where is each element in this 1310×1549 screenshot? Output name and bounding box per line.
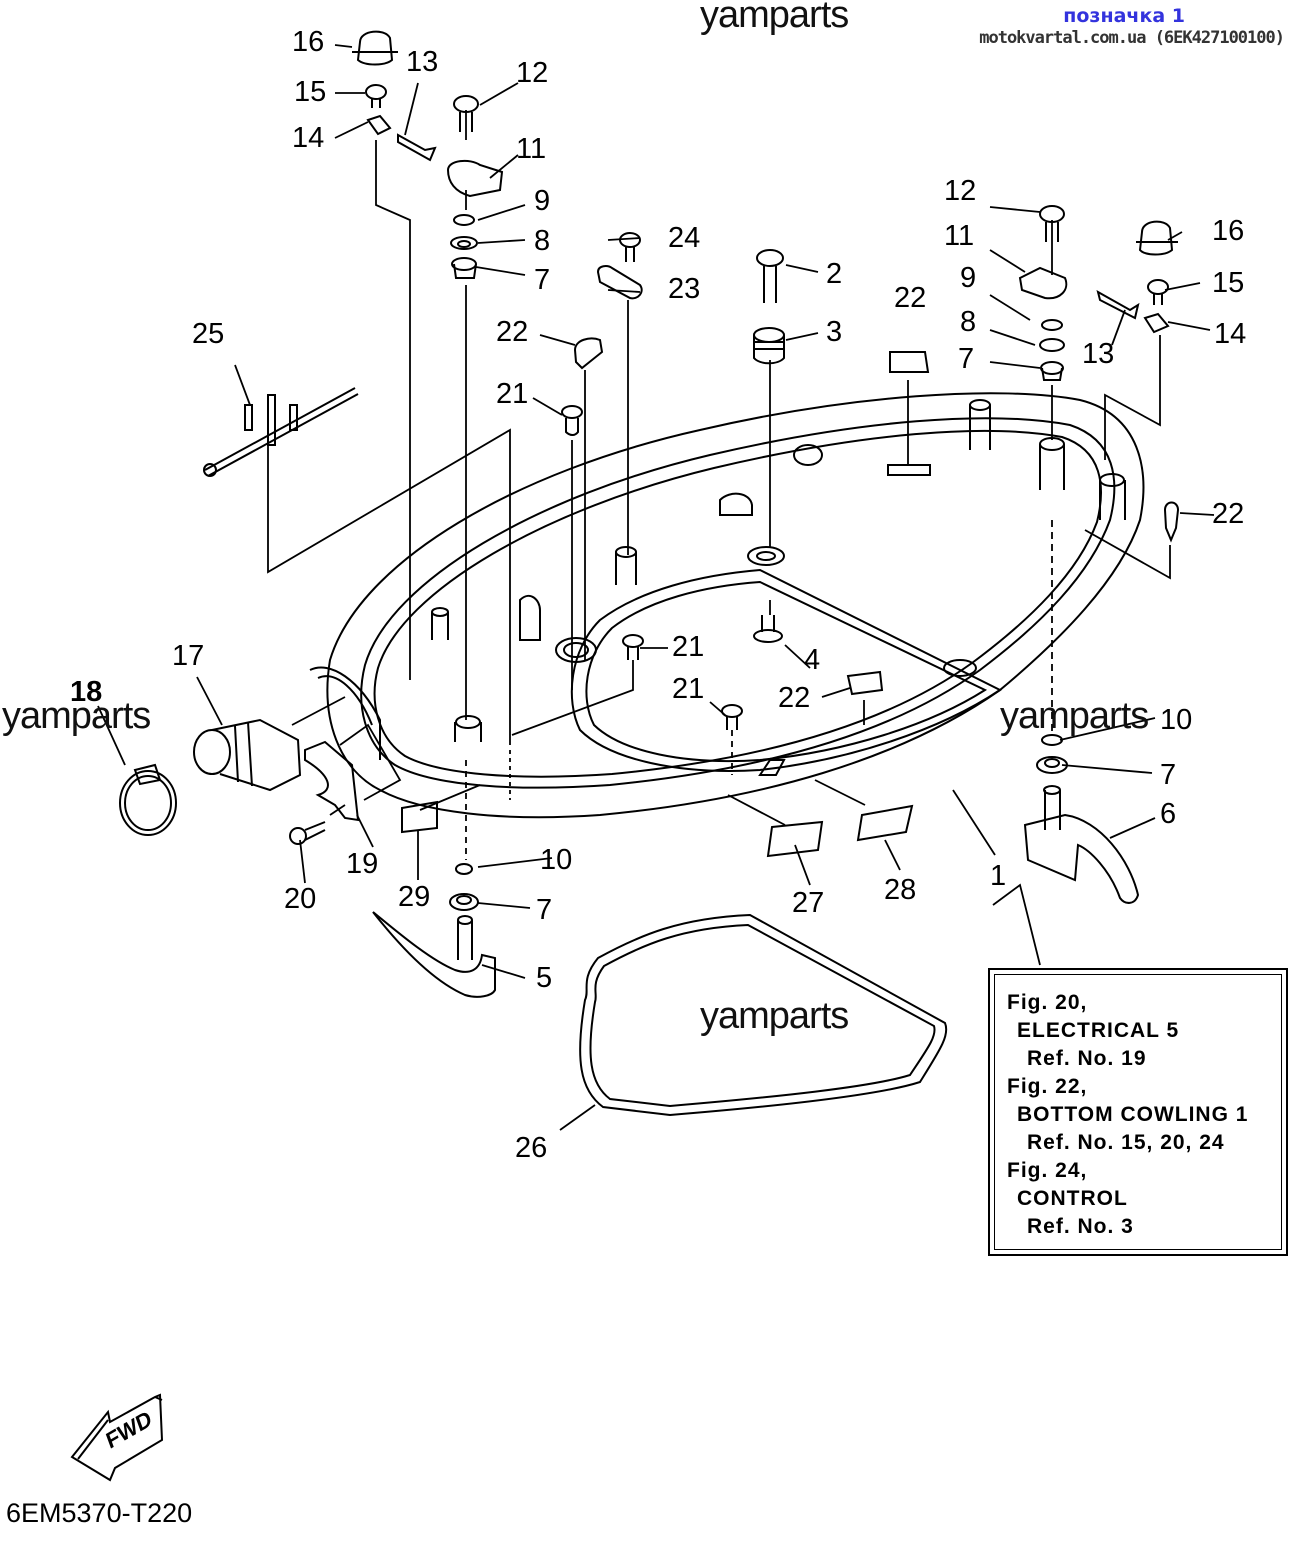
callout-13-right: 13 xyxy=(1082,338,1115,370)
reference-box: Fig. 20, ELECTRICAL 5 Ref. No. 19 Fig. 2… xyxy=(988,968,1288,1256)
fwd-arrow-icon xyxy=(70,1393,164,1482)
callout-4: 4 xyxy=(804,644,821,676)
callout-27: 27 xyxy=(792,887,825,919)
small-parts xyxy=(119,30,1180,1117)
callout-9-left: 9 xyxy=(534,185,551,217)
callout-8-left: 8 xyxy=(534,225,551,257)
callout-3: 3 xyxy=(826,316,843,348)
watermark-top: yamparts xyxy=(700,0,849,36)
callout-10-left: 10 xyxy=(540,844,573,876)
ref-fig-line: Fig. 20, xyxy=(1007,991,1088,1014)
callout-2: 2 xyxy=(826,258,843,290)
watermark-right: yamparts xyxy=(1000,695,1149,737)
watermark-gasket: yamparts xyxy=(700,995,849,1037)
callout-1: 1 xyxy=(990,860,1007,892)
callout-15-left: 15 xyxy=(294,76,327,108)
callout-21-middle: 21 xyxy=(672,631,705,663)
callout-22-far-right: 22 xyxy=(1212,498,1245,530)
callout-16-right: 16 xyxy=(1212,215,1245,247)
callout-7-left-top: 7 xyxy=(534,264,551,296)
watermark-left: yamparts xyxy=(2,695,151,737)
callout-14-right: 14 xyxy=(1214,318,1247,350)
callout-28: 28 xyxy=(884,874,917,906)
ref-fig-line: Fig. 22, xyxy=(1007,1075,1088,1098)
callout-21-upper: 21 xyxy=(496,378,529,410)
callout-22-upper-left: 22 xyxy=(496,316,529,348)
callout-7-left-bottom: 7 xyxy=(536,894,553,926)
callout-24: 24 xyxy=(668,222,701,254)
callout-18: 18 xyxy=(70,676,103,708)
callout-25: 25 xyxy=(192,318,225,350)
drawing-code: 6EM5370-T220 xyxy=(6,1498,193,1528)
leader-lines xyxy=(97,44,1215,1131)
callout-12-right: 12 xyxy=(944,175,977,207)
callout-26: 26 xyxy=(515,1132,548,1164)
callout-10-right: 10 xyxy=(1160,704,1193,736)
callout-16-left: 16 xyxy=(292,26,325,58)
ref-name-line: BOTTOM COWLING 1 xyxy=(1017,1103,1249,1126)
callout-29: 29 xyxy=(398,881,431,913)
callout-21-lower: 21 xyxy=(672,673,705,705)
reference-box-inner: Fig. 20, ELECTRICAL 5 Ref. No. 19 Fig. 2… xyxy=(994,974,1282,1250)
callout-6: 6 xyxy=(1160,798,1177,830)
callout-17: 17 xyxy=(172,640,205,672)
callout-8-right: 8 xyxy=(960,306,977,338)
callout-19: 19 xyxy=(346,848,379,880)
callout-12-left: 12 xyxy=(516,57,549,89)
callout-11-left: 11 xyxy=(516,133,547,165)
ref-fig-line: Fig. 24, xyxy=(1007,1159,1088,1182)
callout-13-left: 13 xyxy=(406,46,439,78)
callout-7-right-bottom: 7 xyxy=(1160,759,1177,791)
ref-no-line: Ref. No. 15, 20, 24 xyxy=(1027,1131,1225,1154)
callout-7-right-top: 7 xyxy=(958,343,975,375)
ref-no-line: Ref. No. 19 xyxy=(1027,1047,1147,1070)
callout-22-mid-right: 22 xyxy=(778,682,811,714)
callout-15-right: 15 xyxy=(1212,267,1245,299)
bottom-cowling-body xyxy=(309,392,1145,819)
ref-no-line: Ref. No. 3 xyxy=(1027,1215,1134,1238)
callout-20: 20 xyxy=(284,883,317,915)
callout-22-rim: 22 xyxy=(894,282,927,314)
badge-subtitle: motokvartal.com.ua (6EK427100100) xyxy=(979,28,1285,48)
ref-name-line: CONTROL xyxy=(1017,1187,1128,1210)
callout-11-right: 11 xyxy=(944,220,975,252)
callout-5: 5 xyxy=(536,962,553,994)
callout-23: 23 xyxy=(668,273,701,305)
callout-14-left: 14 xyxy=(292,122,325,154)
badge-title: позначка 1 xyxy=(1063,5,1185,27)
ref-name-line: ELECTRICAL 5 xyxy=(1017,1019,1180,1042)
callout-9-right: 9 xyxy=(960,262,977,294)
